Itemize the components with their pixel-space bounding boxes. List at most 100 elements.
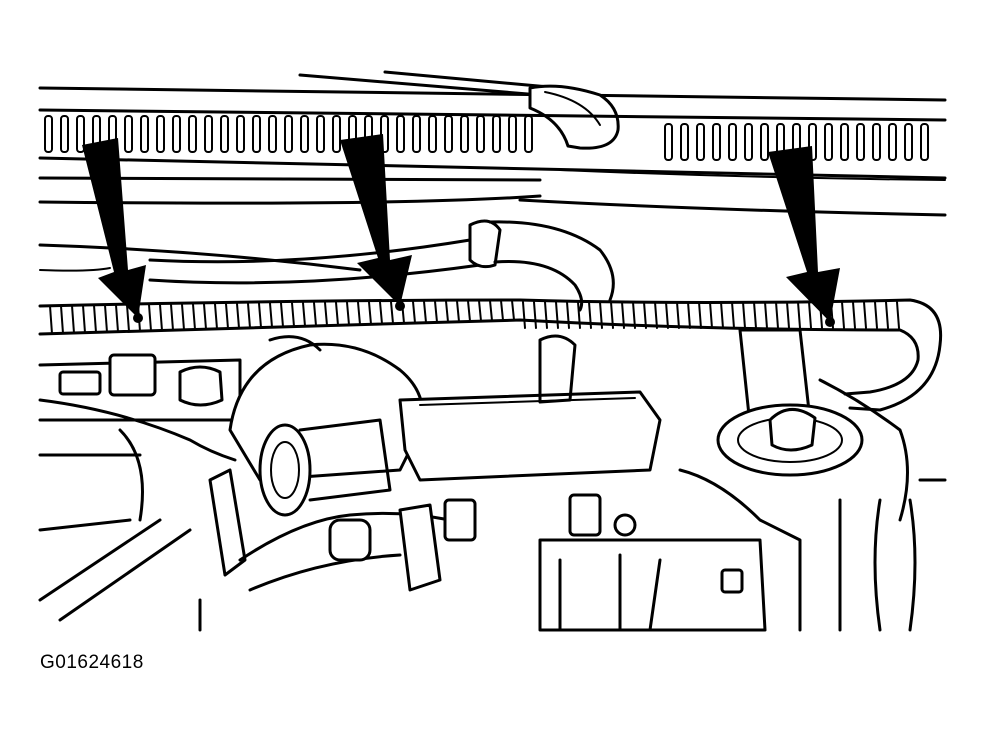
harness-rib [533, 301, 537, 329]
harness-rib [203, 303, 207, 331]
callout-arrows [82, 134, 840, 322]
harness-rib [115, 304, 119, 333]
harness-rib [269, 302, 273, 329]
harness-rib [588, 301, 592, 329]
vent-slot [728, 123, 737, 161]
harness-rib [841, 301, 845, 329]
harness-rib [324, 301, 328, 327]
vent-slot [508, 115, 517, 153]
engine-components [38, 328, 947, 632]
vent-slot [920, 123, 929, 161]
vent-slot [856, 123, 865, 161]
vent-slot [476, 115, 485, 153]
harness-rib [357, 301, 361, 326]
harness-rib [49, 304, 53, 335]
harness-rib [214, 302, 218, 330]
vent-slot [872, 123, 881, 161]
harness-rib [302, 301, 306, 328]
harness-rib [632, 301, 636, 329]
arrow-down-icon [82, 138, 146, 318]
harness-rib [60, 304, 64, 335]
harness-rib [192, 303, 196, 331]
vent-slot [444, 115, 453, 153]
harness-rib [599, 301, 603, 329]
vent-slot [156, 115, 165, 153]
harness-rib [247, 302, 251, 329]
harness-rib [522, 301, 526, 329]
vent-slot [524, 115, 533, 153]
vent-slot [60, 115, 69, 153]
harness-rib [412, 300, 416, 324]
harness-rib [423, 300, 427, 324]
vent-slot [44, 115, 53, 153]
harness-rib [665, 301, 669, 329]
harness-rib [159, 303, 163, 332]
harness-rib [676, 301, 680, 329]
harness-rib [511, 299, 515, 321]
vent-slot [824, 123, 833, 161]
vent-slot [300, 115, 309, 153]
vent-slot [236, 115, 245, 153]
harness-rib [313, 301, 317, 327]
harness-rib [874, 301, 878, 329]
harness-rib [654, 301, 658, 329]
vent-slot [396, 115, 405, 153]
harness-rib [797, 301, 801, 329]
vent-slot [664, 123, 673, 161]
figure-id-label: G01624618 [40, 652, 144, 673]
harness-rib [445, 300, 449, 323]
vent-slot [284, 115, 293, 153]
vent-slot [460, 115, 469, 153]
vent-slot [316, 115, 325, 153]
vent-slot [412, 115, 421, 153]
harness-rib [863, 301, 867, 329]
harness-rib [742, 301, 746, 329]
vent-slot [204, 115, 213, 153]
harness-rib [280, 302, 284, 328]
vent-slot [252, 115, 261, 153]
arrow-down-icon [340, 134, 412, 306]
harness-rib [896, 301, 900, 329]
harness-rib [555, 301, 559, 329]
vent-slot [172, 115, 181, 153]
vent-slot [680, 123, 689, 161]
harness-rib [434, 300, 438, 324]
harness-rib [104, 304, 108, 334]
harness-rib [643, 301, 647, 329]
harness-rib [621, 301, 625, 329]
harness-rib [291, 301, 295, 328]
harness-rib [577, 301, 581, 329]
harness-rib [456, 299, 460, 323]
harness-rib [71, 304, 75, 335]
vent-slot [888, 123, 897, 161]
harness-rib [82, 304, 86, 334]
harness-rib [687, 301, 691, 329]
harness-rib [610, 301, 614, 329]
harness-rib [236, 302, 240, 330]
vent-slot [760, 123, 769, 161]
harness-rib [390, 300, 394, 325]
vent-slot [840, 123, 849, 161]
vent-slot [140, 115, 149, 153]
vent-slot [220, 115, 229, 153]
arrow-down-icon [768, 146, 840, 322]
harness-rib [379, 300, 383, 325]
harness-rib [709, 301, 713, 329]
vent-slot [124, 115, 133, 153]
harness-rib [764, 301, 768, 329]
harness-rib [346, 301, 350, 326]
harness-rib [335, 301, 339, 327]
harness-rib [786, 301, 790, 329]
harness-rib [148, 303, 152, 332]
vent-slot [492, 115, 501, 153]
harness-rib [731, 301, 735, 329]
harness-rib [258, 302, 262, 329]
vent-slot [428, 115, 437, 153]
harness-rib [225, 302, 229, 330]
vent-slot [188, 115, 197, 153]
harness-rib [478, 299, 482, 322]
vent-slot [268, 115, 277, 153]
harness-rib [467, 299, 471, 323]
harness-rib [775, 301, 779, 329]
vent-slot [696, 123, 705, 161]
